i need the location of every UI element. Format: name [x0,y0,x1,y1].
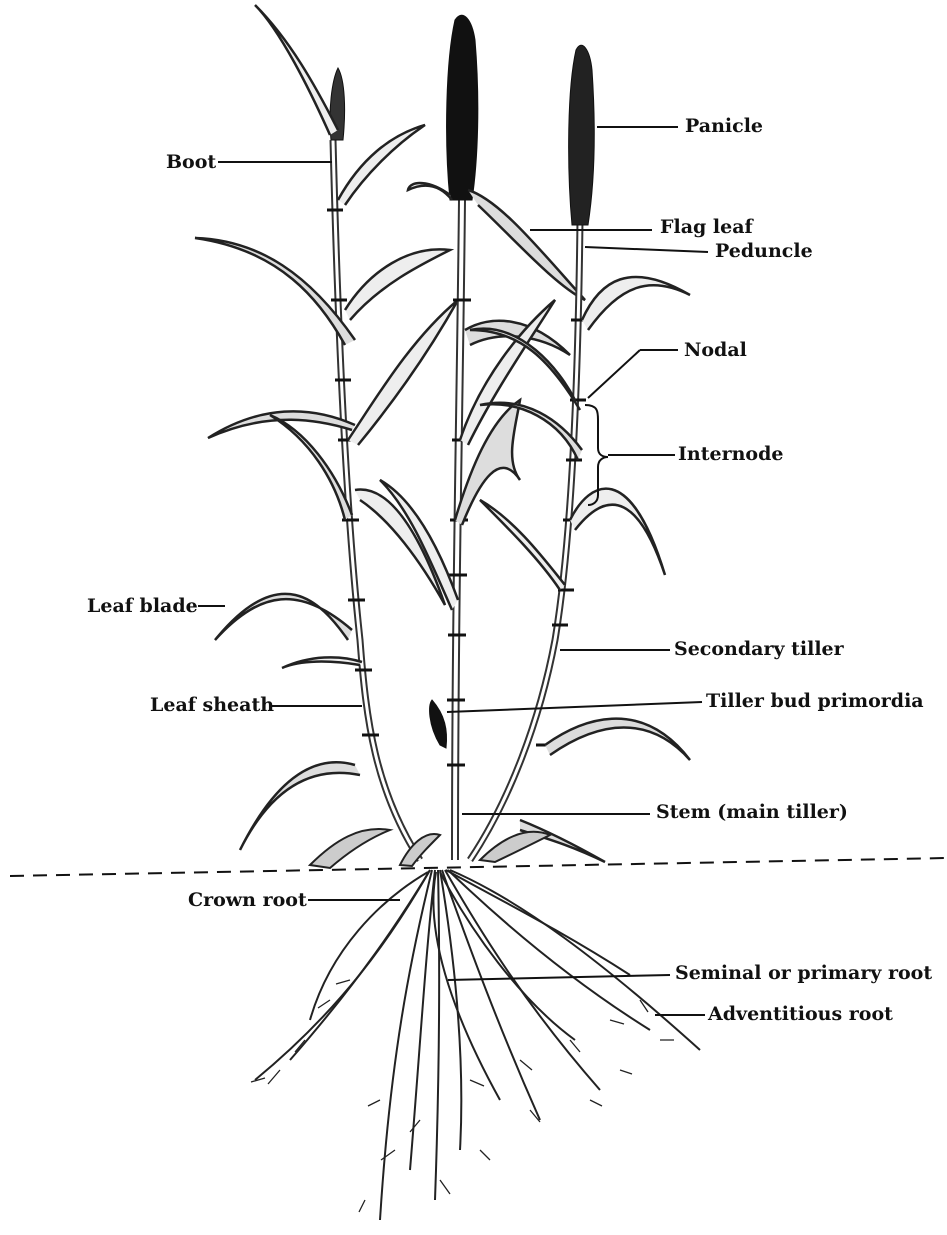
main-tiller [380,15,585,860]
leader-peduncle [585,247,708,252]
base-leaves [310,829,550,868]
label-peduncle: Peduncle [715,242,813,261]
leader-tiller-bud [447,702,702,712]
leaf-blade-left [215,594,352,640]
label-nodal: Nodal [684,341,747,360]
right-panicle [569,45,595,225]
tiller-bud [430,700,447,748]
label-secondary-tiller: Secondary tiller [674,640,844,659]
leader-nodal [588,350,640,398]
label-leaf-sheath: Leaf sheath [150,696,274,715]
label-tiller-bud-primordia: Tiller bud primordia [706,692,924,711]
label-panicle: Panicle [685,117,763,136]
left-leaf-top [255,5,338,135]
root-system [251,870,700,1220]
label-crown-root: Crown root [188,891,307,910]
label-stem-main-tiller: Stem (main tiller) [656,803,848,822]
label-internode: Internode [678,445,783,464]
label-boot: Boot [166,153,216,172]
label-flag-leaf: Flag leaf [660,218,753,237]
label-adventitious-root: Adventitious root [708,1005,893,1024]
label-leaf-blade: Leaf blade [87,597,198,616]
main-panicle [447,15,478,200]
left-tiller [195,5,458,860]
flag-leaf-center [468,190,585,300]
flag-leaf-right [582,277,690,330]
label-seminal-root: Seminal or primary root [675,964,932,983]
